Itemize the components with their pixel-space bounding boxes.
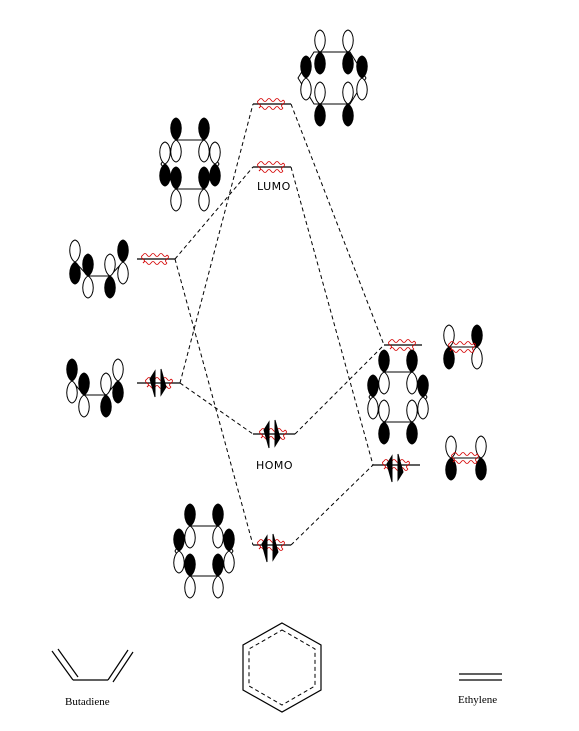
correlation-lines bbox=[174, 103, 385, 546]
homo-label: HOMO bbox=[256, 459, 293, 472]
ethylene-label: Ethylene bbox=[458, 694, 497, 706]
butadiene-orbital-lumo bbox=[69, 239, 129, 299]
degenerate-markers bbox=[141, 98, 416, 551]
benzene-orbital-lumo bbox=[159, 117, 221, 212]
benzene-orbital-low bbox=[173, 503, 235, 599]
butadiene-label: Butadiene bbox=[65, 696, 110, 708]
ethylene-orbital-lumo bbox=[443, 324, 483, 370]
benzene-structure bbox=[242, 622, 322, 713]
benzene-orbital-top bbox=[297, 29, 368, 127]
benzene-orbital-homo bbox=[367, 349, 429, 445]
lumo-label: LUMO bbox=[257, 180, 291, 193]
ethylene-structure bbox=[459, 673, 502, 681]
butadiene-structure bbox=[51, 648, 134, 683]
ethylene-orbital-homo bbox=[445, 435, 487, 481]
butadiene-orbital-homo bbox=[66, 358, 124, 418]
